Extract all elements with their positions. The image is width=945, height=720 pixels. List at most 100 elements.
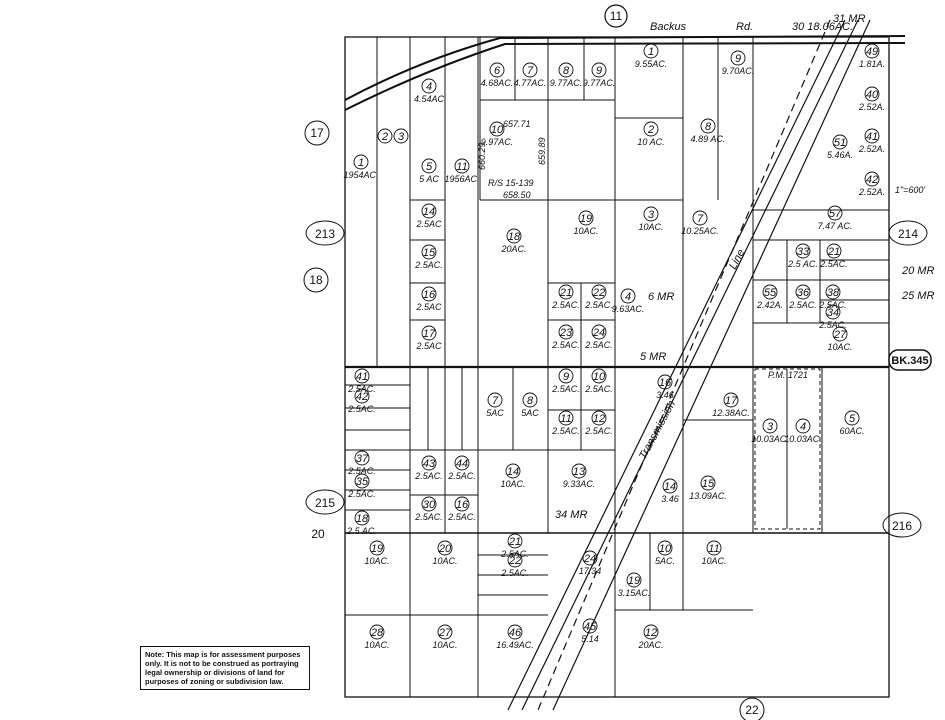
parcel-acreage: 2.5AC. (584, 340, 613, 350)
parcel-acreage: 5AC. (655, 556, 675, 566)
svg-text:215: 215 (315, 496, 335, 510)
parcel-acreage: 2.42A. (756, 300, 783, 310)
parcel-acreage: 10AC. (432, 556, 457, 566)
parcel-acreage: 10AC. (573, 226, 598, 236)
parcel-number-circle (437, 624, 453, 640)
parcel: 577.47 AC. (818, 205, 853, 231)
parcel-number: 16 (456, 499, 469, 511)
parcel: 89.77AC. (550, 62, 582, 88)
parcel-number-circle (454, 455, 470, 471)
parcel-acreage: 9.63AC. (612, 304, 645, 314)
parcel-acreage: 9.33AC. (563, 479, 596, 489)
parcel-acreage: 2.5AC (415, 341, 442, 351)
parcel: 422.5AC. (347, 388, 376, 414)
parcel-acreage: 10AC. (364, 640, 389, 650)
parcel-acreage: 2.5 AC. (787, 259, 818, 269)
parcel: 55 AC (419, 158, 439, 184)
parcel-number-circle (421, 244, 437, 260)
parcel-acreage: 9.55AC. (635, 59, 668, 69)
parcel: 212.5AC. (500, 533, 529, 559)
parcel: 163.46 (656, 374, 674, 400)
parcel-number: 41 (866, 131, 878, 143)
parcel-number: 2 (647, 124, 654, 136)
parcel: 222.5AC. (500, 552, 529, 578)
parcel: 92.5AC. (551, 368, 580, 394)
parcel-number-circle (578, 210, 594, 226)
parcel-number-circle (864, 128, 880, 144)
parcel-number-circle (643, 206, 659, 222)
parcel-number-circle (591, 62, 607, 78)
parcel-acreage: 2.52A. (858, 187, 885, 197)
parcel-number-circle (643, 624, 659, 640)
parcel-acreage: 16.49AC. (496, 640, 534, 650)
parcel: 222.5AC. (584, 284, 613, 310)
parcel-lines (345, 37, 889, 697)
parcel-acreage: 2.5AC. (347, 404, 376, 414)
parcel-acreage: 17.34 (579, 566, 602, 576)
parcel-number: 13 (573, 466, 586, 478)
parcel-number-circle (421, 203, 437, 219)
parcel-number-circle (489, 121, 505, 137)
parcel-number: 55 (764, 287, 777, 299)
parcel-number: 8 (563, 65, 570, 77)
parcel-number-circle (354, 473, 370, 489)
parcel-acreage: 2.5AC. (584, 300, 613, 310)
parcel-acreage: 7.47 AC. (818, 221, 853, 231)
parcel-number-circle (506, 228, 522, 244)
line-label: Line (727, 247, 747, 271)
parcel-number-circle (454, 496, 470, 512)
parcel-number-circle (730, 50, 746, 66)
parcel-number-circle (795, 284, 811, 300)
parcel-number-circle (354, 450, 370, 466)
parcel: 410.03AC. (784, 418, 822, 444)
parcel-number: 44 (456, 458, 468, 470)
parcel-number-circle (507, 624, 523, 640)
parcel-acreage: 2.5AC. (584, 426, 613, 436)
parcel-acreage: 2.5AC. (447, 471, 476, 481)
parcel-number-circle (421, 325, 437, 341)
parcel-number-circle (657, 540, 673, 556)
parcel-number-circle (795, 418, 811, 434)
parcel-acreage: 2.5AC. (500, 568, 529, 578)
parcel-number-circle (558, 368, 574, 384)
survey-number-left: 660.29 (477, 142, 487, 170)
parcel-number: 10 (659, 543, 672, 555)
parcel: 162.5AC (415, 286, 442, 312)
parcel-number-circle (591, 324, 607, 340)
parcel-number: 1 (648, 46, 654, 58)
parcel-acreage: 2.5AC. (551, 384, 580, 394)
parcel-number: 10 (593, 371, 606, 383)
parcel-number-circle (393, 128, 409, 144)
parcel: 122.5AC. (584, 410, 613, 436)
parcel-number: 7 (697, 213, 704, 225)
parcel-acreage: 20AC. (637, 640, 663, 650)
parcel: 112.5AC. (551, 410, 580, 436)
parcel: 352.5AC. (347, 473, 376, 499)
parcel-acreage: 10.25AC. (681, 226, 719, 236)
survey-number-top: 657.71 (503, 119, 531, 129)
mr-label: 30 18.06AC. (792, 21, 853, 33)
parcel-acreage: 4.77AC. (514, 78, 547, 88)
svg-text:216: 216 (892, 519, 912, 533)
parcel: 412.52A. (858, 128, 885, 154)
parcel-number-circle (826, 243, 842, 259)
parcel-number-circle (353, 154, 369, 170)
parcel: 102.5AC. (584, 368, 613, 394)
parcel-number: 15 (423, 247, 436, 259)
parcel-number: 35 (356, 476, 369, 488)
parcel-number-circle (700, 118, 716, 134)
parcel: 19.55AC. (635, 43, 668, 69)
parcel-number: 17 (423, 328, 436, 340)
parcel-acreage: 10AC. (701, 556, 726, 566)
survey-number-bottom: 658.50 (503, 190, 531, 200)
parcel-acreage: 2.5AC. (414, 471, 443, 481)
parcel: 402.52A. (858, 86, 885, 112)
parcel-acreage: 10AC. (638, 222, 663, 232)
parcel-number: 49 (866, 46, 878, 58)
parcel: 152.5AC. (414, 244, 443, 270)
parcel-acreage: 10.03AC. (751, 434, 789, 444)
parcel-number: 51 (834, 137, 846, 149)
